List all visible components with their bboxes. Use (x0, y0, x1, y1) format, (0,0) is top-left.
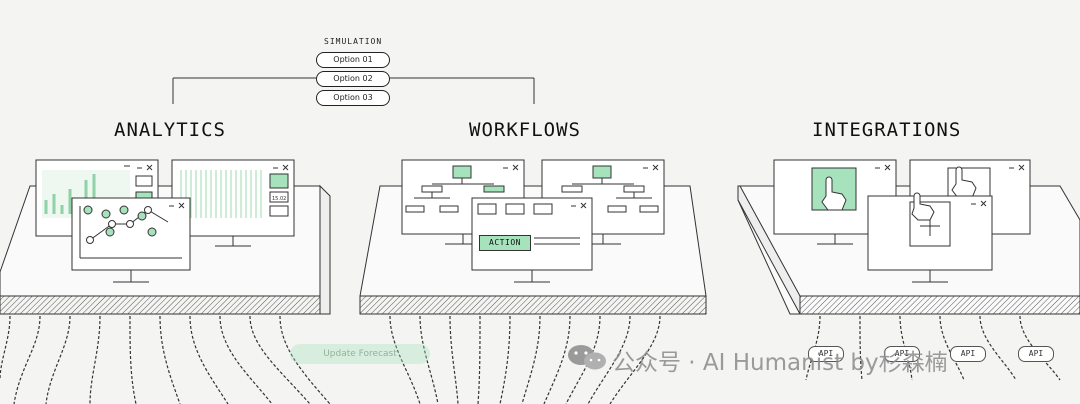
analytics-monitor-front (71, 197, 191, 283)
window-controls (137, 164, 1025, 209)
integrations-title: INTEGRATIONS (812, 119, 962, 141)
workflows-monitor-front (471, 197, 593, 283)
simulation-bracket (172, 77, 535, 104)
api-tag-3: API (950, 346, 986, 362)
simulation-option-02[interactable]: Option 02 (316, 71, 390, 87)
data-cables (0, 315, 1061, 404)
workflows-title: WORKFLOWS (469, 119, 581, 141)
simulation-title: SIMULATION (324, 37, 383, 46)
wechat-icon (568, 345, 606, 370)
integrations-monitor-front (867, 192, 993, 283)
api-tag-2: API (884, 346, 920, 362)
analytics-title: ANALYTICS (114, 119, 226, 141)
action-button[interactable]: ACTION (479, 235, 531, 251)
api-tag-1: API (808, 346, 844, 362)
watermark-text: 公众号 · AI Humanist by杉森楠 (612, 350, 948, 376)
analytics-panel-value: 15.02 (272, 196, 286, 202)
simulation-option-03[interactable]: Option 03 (316, 90, 390, 106)
simulation-option-01[interactable]: Option 01 (316, 52, 390, 68)
update-forecast-badge: Update Forecast (290, 344, 430, 364)
analytics-monitor-back-right (171, 159, 295, 247)
api-tag-4: API (1018, 346, 1054, 362)
